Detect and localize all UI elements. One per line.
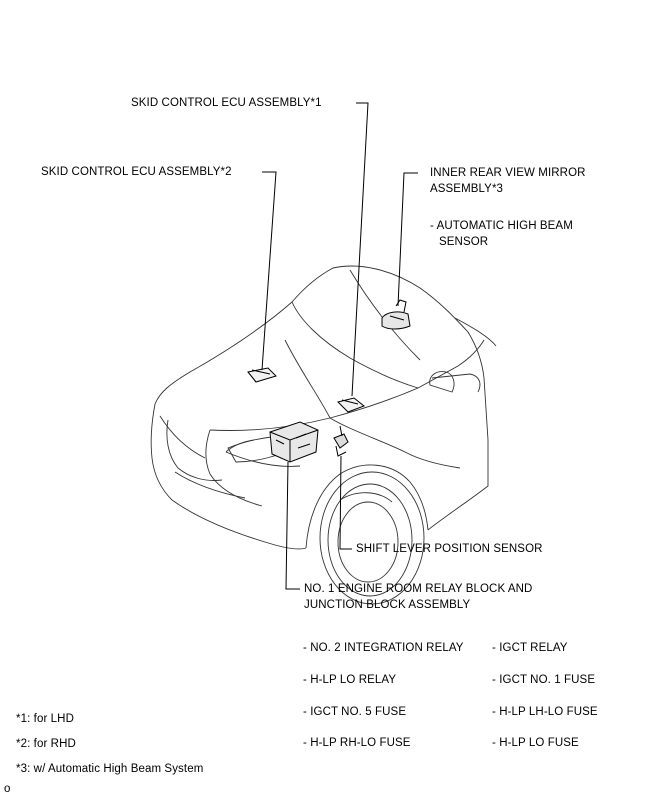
footnote: *2: for RHD (16, 738, 76, 750)
label-relay-block-line2: JUNCTION BLOCK ASSEMBLY (304, 599, 471, 611)
label-shift-lever-position-sensor: SHIFT LEVER POSITION SENSOR (356, 543, 543, 555)
component-relay-block (269, 421, 319, 463)
label-automatic-high-beam-line1: - AUTOMATIC HIGH BEAM (430, 220, 573, 232)
component-inner-mirror (381, 299, 411, 330)
label-automatic-high-beam-line2: SENSOR (439, 236, 489, 248)
relay-item: - IGCT RELAY (492, 642, 568, 654)
corner-mark: o (4, 783, 11, 795)
car-outline (150, 265, 497, 605)
component-skid-ecu-rhd (247, 367, 277, 383)
relay-item: - H-LP LO FUSE (492, 737, 579, 749)
footnote: *3: w/ Automatic High Beam System (16, 763, 204, 775)
relay-item: - IGCT NO. 1 FUSE (492, 674, 596, 686)
footnote: *1: for LHD (16, 713, 74, 725)
component-skid-ecu-lhd (337, 397, 365, 413)
relay-item: - H-LP RH-LO FUSE (303, 737, 411, 749)
relay-item: - IGCT NO. 5 FUSE (303, 706, 407, 718)
label-skid-control-ecu-2: SKID CONTROL ECU ASSEMBLY*2 (41, 166, 232, 178)
relay-item: - H-LP LO RELAY (303, 674, 397, 686)
label-inner-rear-view-mirror-line1: INNER REAR VIEW MIRROR (430, 167, 586, 179)
label-skid-control-ecu-1: SKID CONTROL ECU ASSEMBLY*1 (131, 97, 322, 109)
label-relay-block-line1: NO. 1 ENGINE ROOM RELAY BLOCK AND (304, 583, 533, 595)
label-inner-rear-view-mirror-line2: ASSEMBLY*3 (430, 183, 504, 195)
component-shift-sensor (333, 425, 349, 457)
relay-item: - NO. 2 INTEGRATION RELAY (303, 642, 464, 654)
relay-item: - H-LP LH-LO FUSE (492, 706, 598, 718)
leader-lines (261, 102, 418, 590)
